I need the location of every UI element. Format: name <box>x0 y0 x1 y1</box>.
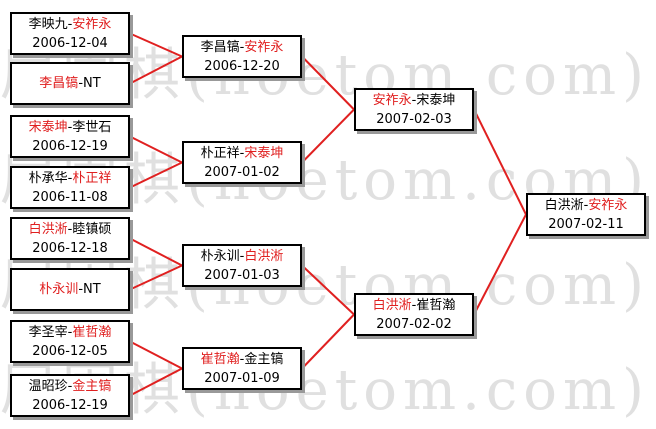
match-players: 温昭珍-金主镐 <box>28 378 112 394</box>
player-1: 朴正祥 <box>200 145 240 161</box>
match-players: 朴承华-朴正祥 <box>28 170 112 186</box>
player-1: 白洪淅 <box>372 297 412 313</box>
match-players: 朴永训-白洪淅 <box>200 248 284 264</box>
match-date: 2007-02-02 <box>376 316 452 332</box>
player-1: 白洪淅 <box>544 197 584 213</box>
match-players: 白洪淅-安祚永 <box>544 197 628 213</box>
match-date: 2006-12-05 <box>32 343 108 359</box>
match-box-round1-3: 宋泰坤-李世石 2006-12-19 <box>10 115 130 158</box>
match-date: 2007-01-03 <box>204 267 280 283</box>
connector-line <box>473 109 527 215</box>
connector-line <box>301 264 355 316</box>
player-1: 李昌镐 <box>39 76 79 91</box>
connector-line <box>129 340 183 370</box>
match-box-round2-1: 李昌镐-安祚永 2006-12-20 <box>182 35 302 78</box>
match-box-round1-5: 白洪淅-睦镇硕 2006-12-18 <box>10 217 130 260</box>
player-2: 安祚永 <box>588 197 628 213</box>
match-date: 2006-12-18 <box>32 240 108 256</box>
match-players: 白洪淅-崔哲瀚 <box>372 297 456 313</box>
match-date: 2007-02-11 <box>548 216 624 232</box>
player-2: 宋泰坤 <box>244 145 284 161</box>
connector-line <box>301 108 355 164</box>
match-box-round2-3: 朴永训-白洪淅 2007-01-03 <box>182 244 302 287</box>
player-2: 李世石 <box>72 119 112 135</box>
match-date: 2006-12-19 <box>32 397 108 413</box>
connector-line <box>129 32 183 58</box>
player-2: 崔哲瀚 <box>72 324 112 340</box>
player-1: 李圣宰 <box>28 324 68 340</box>
connector-line <box>129 264 183 291</box>
match-box-round1-2: 李昌镐-NT <box>10 62 130 105</box>
player-1: 朴永训 <box>39 282 79 297</box>
connector-line <box>129 237 183 267</box>
player-1: 朴承华 <box>28 170 68 186</box>
match-players: 宋泰坤-李世石 <box>28 119 112 135</box>
match-date: 2007-01-09 <box>204 370 280 386</box>
match-box-round3-2: 白洪淅-崔哲瀚 2007-02-02 <box>354 293 474 336</box>
player-2: NT <box>83 282 101 297</box>
match-players: 李映九-安祚永 <box>28 16 112 32</box>
match-date: 2006-11-08 <box>32 189 108 205</box>
match-box-round2-4: 崔哲瀚-金主镐 2007-01-09 <box>182 347 302 390</box>
connector-line <box>129 135 183 164</box>
player-2: NT <box>83 76 101 91</box>
match-players: 朴正祥-宋泰坤 <box>200 145 284 161</box>
connector-line <box>473 214 527 315</box>
player-1: 崔哲瀚 <box>200 351 240 367</box>
connector-line <box>301 313 355 370</box>
match-box-round1-1: 李映九-安祚永 2006-12-04 <box>10 12 130 55</box>
player-1: 李昌镐 <box>200 39 240 55</box>
connector-line <box>129 55 183 85</box>
player-2: 安祚永 <box>244 39 284 55</box>
match-players: 朴永训-NT <box>39 282 101 297</box>
player-2: 宋泰坤 <box>416 92 456 108</box>
match-players: 崔哲瀚-金主镐 <box>200 351 284 367</box>
player-1: 李映九 <box>28 16 68 32</box>
match-box-round3-1: 安祚永-宋泰坤 2007-02-03 <box>354 88 474 131</box>
connector-line <box>301 55 355 111</box>
match-date: 2006-12-20 <box>204 58 280 74</box>
player-1: 朴永训 <box>200 248 240 264</box>
match-players: 李昌镐-NT <box>39 76 101 91</box>
match-box-round1-8: 温昭珍-金主镐 2006-12-19 <box>10 374 130 417</box>
player-2: 崔哲瀚 <box>416 297 456 313</box>
match-date: 2006-12-19 <box>32 138 108 154</box>
match-box-round1-7: 李圣宰-崔哲瀚 2006-12-05 <box>10 320 130 363</box>
player-2: 朴正祥 <box>72 170 112 186</box>
match-players: 白洪淅-睦镇硕 <box>28 221 112 237</box>
connector-line <box>129 161 183 189</box>
player-1: 安祚永 <box>372 92 412 108</box>
match-box-round2-2: 朴正祥-宋泰坤 2007-01-02 <box>182 141 302 184</box>
match-date: 2007-01-02 <box>204 164 280 180</box>
player-2: 金主镐 <box>72 378 112 394</box>
player-2: 安祚永 <box>72 16 112 32</box>
connector-line <box>129 367 183 397</box>
match-box-final: 白洪淅-安祚永 2007-02-11 <box>526 193 646 236</box>
match-players: 李昌镐-安祚永 <box>200 39 284 55</box>
match-box-round1-6: 朴永训-NT <box>10 268 130 311</box>
player-2: 白洪淅 <box>244 248 284 264</box>
match-players: 李圣宰-崔哲瀚 <box>28 324 112 340</box>
match-date: 2006-12-04 <box>32 35 108 51</box>
player-2: 金主镐 <box>244 351 284 367</box>
player-1: 宋泰坤 <box>28 119 68 135</box>
match-date: 2007-02-03 <box>376 111 452 127</box>
player-1: 白洪淅 <box>28 221 68 237</box>
player-2: 睦镇硕 <box>72 221 112 237</box>
player-1: 温昭珍 <box>28 378 68 394</box>
match-players: 安祚永-宋泰坤 <box>372 92 456 108</box>
match-box-round1-4: 朴承华-朴正祥 2006-11-08 <box>10 166 130 209</box>
